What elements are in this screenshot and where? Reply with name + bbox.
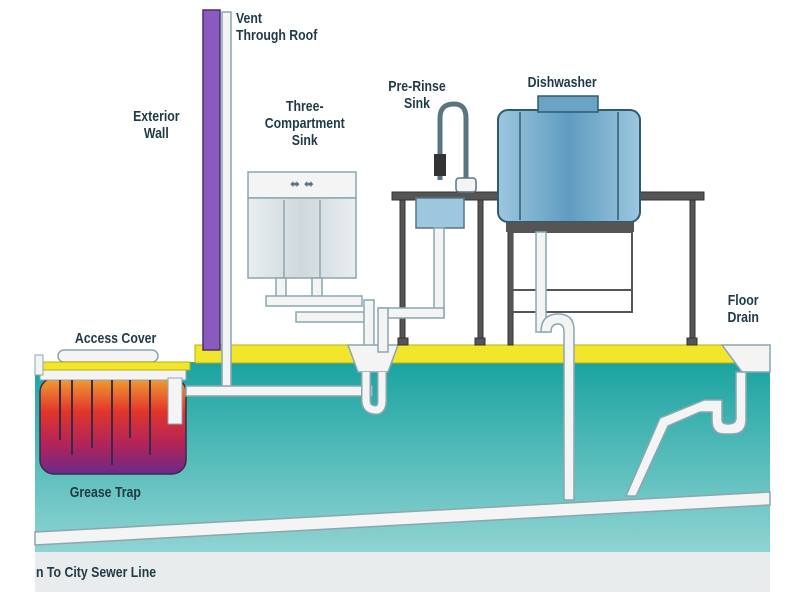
vent-pipe	[202, 9, 221, 351]
label-vent-through-roof: Vent Through Roof	[236, 10, 317, 44]
label-dishwasher-text: Dishwasher	[527, 74, 597, 91]
dishwasher-drain-pipe	[535, 231, 575, 501]
label-exterior-line-2: Wall	[143, 125, 169, 142]
label-pre-rinse-sink: Pre-Rinse Sink	[388, 78, 445, 112]
dishwasher	[497, 95, 641, 313]
svg-text:⬌ ⬌: ⬌ ⬌	[290, 177, 314, 191]
label-city-sewer-text: n To City Sewer Line	[36, 564, 157, 581]
label-city-sewer-line: n To City Sewer Line	[36, 564, 156, 581]
exterior-wall	[221, 11, 232, 395]
label-prerinse-line-2: Sink	[404, 95, 431, 112]
label-exterior-line-1: Exterior	[133, 108, 180, 125]
label-floor-line-2: Drain	[727, 309, 759, 326]
label-sink-line-3: Sink	[291, 132, 318, 149]
grease-trap	[39, 369, 187, 475]
label-access-cover: Access Cover	[75, 330, 156, 347]
label-access-cover-text: Access Cover	[74, 330, 157, 347]
label-prerinse-line-1: Pre-Rinse	[388, 78, 446, 95]
label-dishwasher: Dishwasher	[528, 74, 597, 91]
label-vent-line-2: Through Roof	[236, 27, 318, 44]
label-grease-trap: Grease Trap	[70, 484, 141, 501]
sink-drain-pipes	[265, 277, 375, 353]
access-cover	[34, 349, 191, 376]
label-grease-trap-text: Grease Trap	[69, 484, 141, 501]
label-vent-line-1: Vent	[236, 10, 262, 27]
label-three-compartment-sink: Three- Compartment Sink	[265, 98, 345, 149]
trap-outlet-pipe	[185, 385, 373, 397]
label-sink-line-2: Compartment	[264, 115, 345, 132]
pre-rinse-drain-pipe	[377, 227, 445, 353]
three-compartment-sink: ⬌ ⬌	[247, 171, 357, 279]
label-exterior-wall: Exterior Wall	[133, 108, 179, 142]
sewer-main-pipe	[34, 491, 771, 546]
floor-drain	[624, 344, 771, 497]
label-floor-drain: Floor Drain	[727, 292, 758, 326]
sewer-band	[35, 552, 770, 592]
label-floor-line-1: Floor	[727, 292, 759, 309]
pre-rinse-sink	[415, 101, 477, 229]
floor-slab	[194, 344, 771, 364]
label-sink-line-1: Three-	[285, 98, 324, 115]
